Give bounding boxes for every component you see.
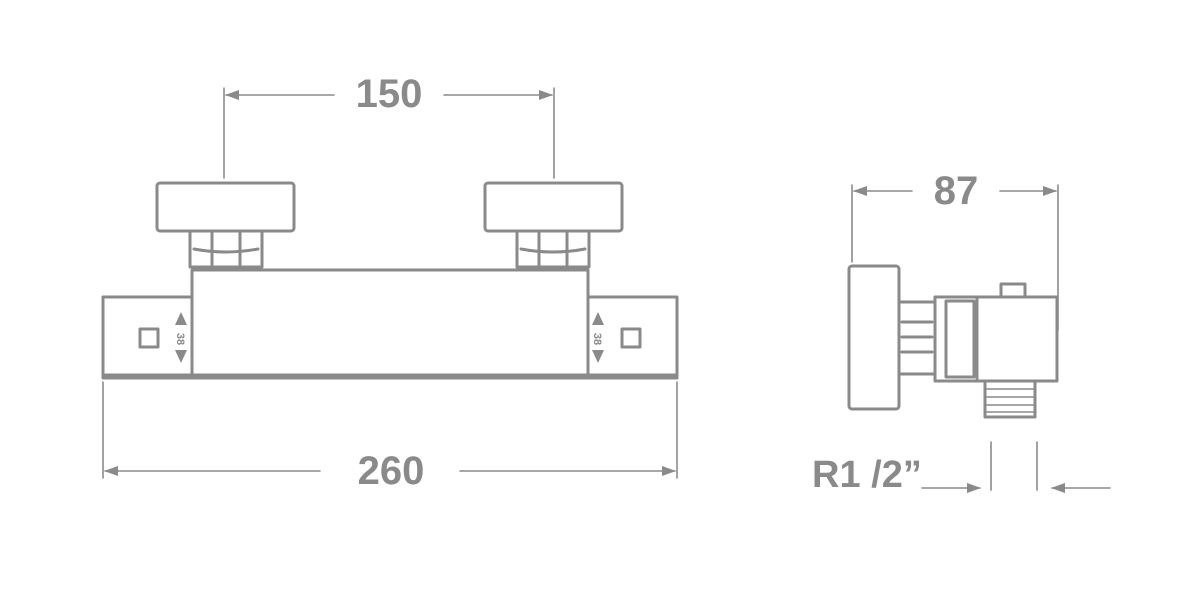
side-handle: [847, 264, 901, 411]
label-thread: R1 /2”: [812, 454, 922, 496]
label-260: 260: [358, 449, 425, 493]
front-view: 150 38: [101, 72, 679, 493]
dimension-total-width: 260: [102, 381, 678, 493]
left-end-cap: 38: [138, 312, 187, 363]
mixer-body: [101, 268, 679, 380]
right-scale-mark: 38: [591, 333, 603, 345]
label-150: 150: [356, 72, 423, 116]
side-thread: [983, 379, 1037, 419]
side-view: 87: [812, 169, 1111, 496]
side-body: [933, 282, 1059, 383]
dimension-thread: R1 /2”: [812, 441, 1111, 496]
left-scale-mark: 38: [174, 333, 186, 345]
dimension-handle-spacing: 150: [223, 72, 555, 179]
left-handle: [155, 181, 296, 269]
right-handle: [483, 181, 624, 269]
label-87: 87: [934, 169, 979, 213]
side-nut: [897, 300, 937, 376]
right-end-cap: 38: [591, 312, 642, 363]
